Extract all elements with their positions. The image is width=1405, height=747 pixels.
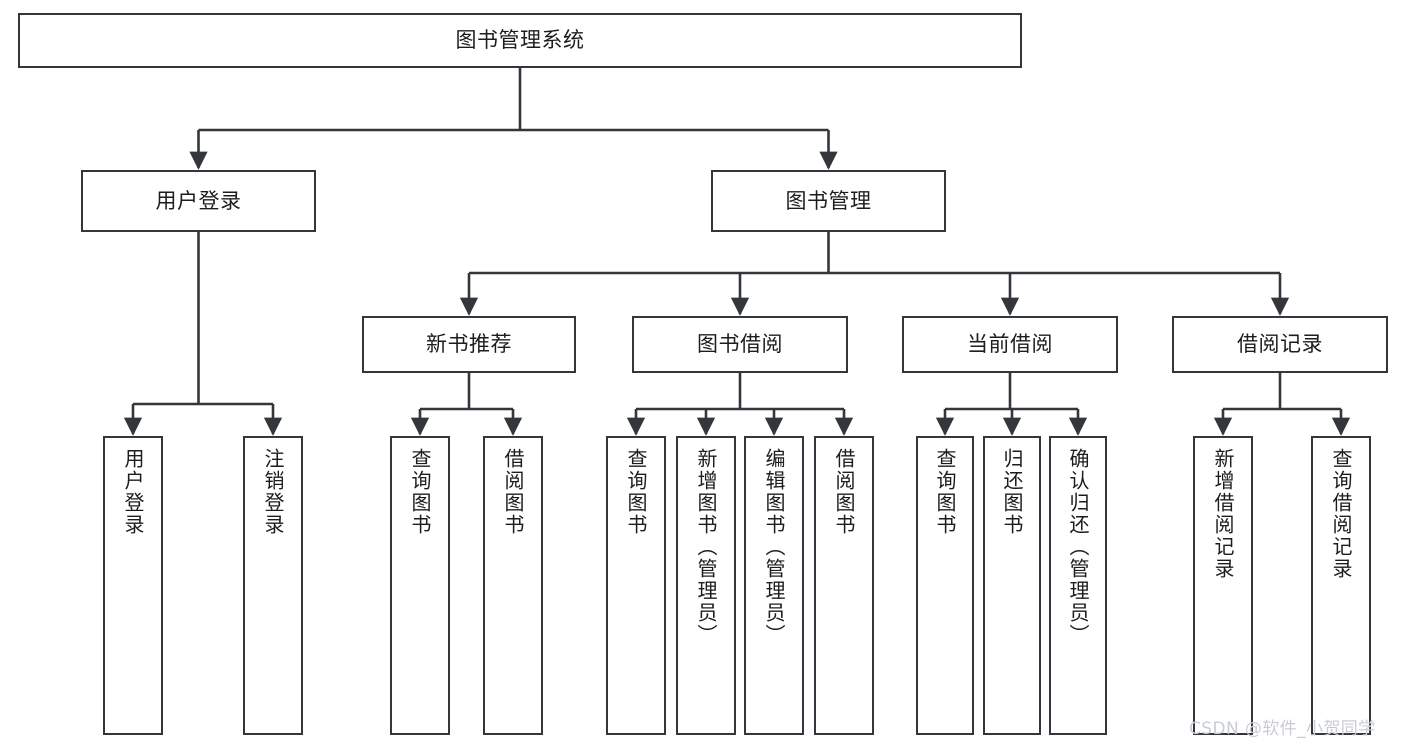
node-leaf13[interactable]: 查询借阅记录 [1311,436,1371,735]
node-label: 编辑图书（管理员） [762,448,786,646]
node-root[interactable]: 图书管理系统 [18,13,1022,68]
node-borrow[interactable]: 图书借阅 [632,316,848,373]
node-leaf12[interactable]: 新增借阅记录 [1193,436,1253,735]
node-leaf3[interactable]: 查询图书 [390,436,450,735]
node-label: 图书管理 [785,188,872,213]
node-newrec[interactable]: 新书推荐 [362,316,576,373]
node-label: 查询图书 [933,448,957,536]
node-leaf5[interactable]: 查询图书 [606,436,666,735]
node-leaf11[interactable]: 确认归还（管理员） [1049,436,1107,735]
node-login[interactable]: 用户登录 [81,170,316,232]
node-leaf6[interactable]: 新增图书（管理员） [676,436,736,735]
node-current[interactable]: 当前借阅 [902,316,1118,373]
node-leaf1[interactable]: 用户登录 [103,436,163,735]
node-label: 查询图书 [624,448,648,536]
node-label: 查询图书 [408,448,432,536]
node-label: 借阅图书 [832,448,856,536]
node-leaf10[interactable]: 归还图书 [983,436,1041,735]
node-label: 借阅图书 [501,448,525,536]
node-records[interactable]: 借阅记录 [1172,316,1388,373]
node-label: 图书借阅 [697,332,783,357]
node-leaf8[interactable]: 借阅图书 [814,436,874,735]
node-label: 当前借阅 [967,332,1053,357]
node-label: 确认归还（管理员） [1066,448,1090,646]
node-leaf4[interactable]: 借阅图书 [483,436,543,735]
node-label: 新书推荐 [426,332,512,357]
node-label: 查询借阅记录 [1329,448,1353,580]
node-label: 用户登录 [121,448,145,536]
node-label: 用户登录 [155,188,242,213]
node-bookmgmt[interactable]: 图书管理 [711,170,946,232]
node-leaf7[interactable]: 编辑图书（管理员） [744,436,804,735]
node-label: 借阅记录 [1237,332,1323,357]
node-label: 图书管理系统 [455,28,585,53]
node-leaf9[interactable]: 查询图书 [916,436,974,735]
node-label: 归还图书 [1000,448,1024,536]
node-label: 新增图书（管理员） [694,448,718,646]
node-label: 新增借阅记录 [1211,448,1235,580]
node-leaf2[interactable]: 注销登录 [243,436,303,735]
node-label: 注销登录 [261,448,285,536]
